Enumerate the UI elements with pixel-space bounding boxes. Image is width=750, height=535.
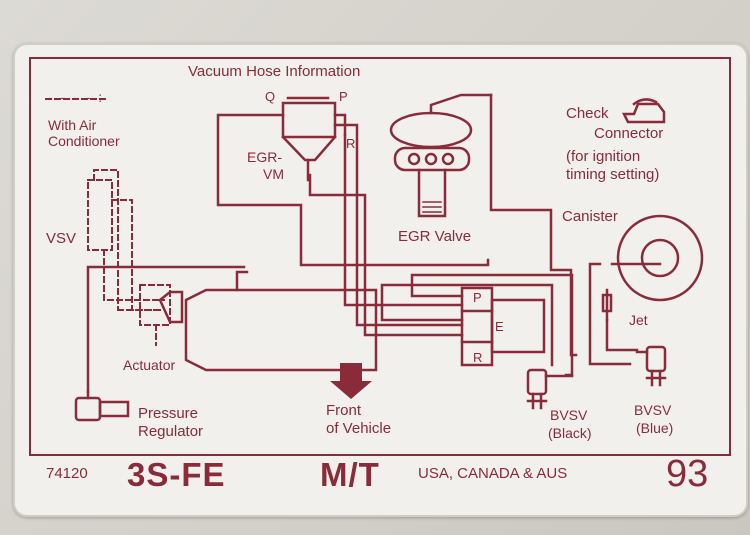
legend-label-line1: With Air <box>48 117 97 133</box>
check-connector-line3: (for ignition <box>566 148 641 165</box>
port-block-diagram <box>460 286 546 367</box>
egr-vm-label-line1: EGR- <box>247 149 282 165</box>
egr-valve-diagram <box>389 93 493 218</box>
egr-valve-label: EGR Valve <box>398 228 472 245</box>
check-connector-line1: Check <box>566 105 609 122</box>
egr-vm-port-r: R <box>346 136 356 151</box>
pressure-regulator-line2: Regulator <box>138 423 204 440</box>
port-p-label: P <box>473 290 482 305</box>
throttle-body-diagram <box>184 270 378 372</box>
actuator-label: Actuator <box>123 357 176 373</box>
check-connector-line4: timing setting) <box>566 166 660 183</box>
bvsv-black-line2: (Black) <box>548 425 592 441</box>
bvsv-blue-diagram <box>635 345 667 387</box>
legend-dash-sample: - - - - : <box>48 89 105 105</box>
egr-vm-port-q: Q <box>265 89 276 104</box>
bvsv-blue-line1: BVSV <box>634 402 672 418</box>
canister-diagram <box>610 214 704 302</box>
market-label: USA, CANADA & AUS <box>418 465 568 482</box>
part-number: 74120 <box>46 465 88 482</box>
egr-vm-diagram <box>281 96 337 182</box>
inner-frame <box>29 57 731 456</box>
model-year: 93 <box>666 453 709 495</box>
actuator-diagram <box>158 290 184 324</box>
air-conditioner-dashed-lines <box>45 98 171 346</box>
pressure-regulator-line1: Pressure <box>138 405 199 422</box>
port-r-label: R <box>473 350 483 365</box>
front-arrow-icon <box>330 363 372 399</box>
jet-label: Jet <box>629 312 648 328</box>
egr-vm-label-line2: VM <box>263 166 284 182</box>
jet-diagram <box>601 288 613 322</box>
bvsv-black-diagram <box>526 368 574 410</box>
transmission-code: M/T <box>320 456 380 493</box>
vsv-label: VSV <box>46 230 77 247</box>
check-connector-diagram <box>621 98 666 124</box>
check-connector-line2: Connector <box>594 125 664 142</box>
vacuum-hoses <box>86 93 639 394</box>
egr-vm-port-p: P <box>339 89 348 104</box>
legend-label-line2: Conditioner <box>48 133 120 149</box>
port-e-label: E <box>495 319 504 334</box>
engine-code: 3S-FE <box>127 456 226 493</box>
bvsv-black-line1: BVSV <box>550 407 588 423</box>
pressure-regulator-diagram <box>74 390 130 422</box>
diagram-title: Vacuum Hose Information <box>188 63 361 80</box>
front-label-line2: of Vehicle <box>326 420 392 437</box>
front-label-line1: Front <box>326 402 362 419</box>
bvsv-blue-line2: (Blue) <box>636 420 674 436</box>
canister-label: Canister <box>562 208 618 225</box>
